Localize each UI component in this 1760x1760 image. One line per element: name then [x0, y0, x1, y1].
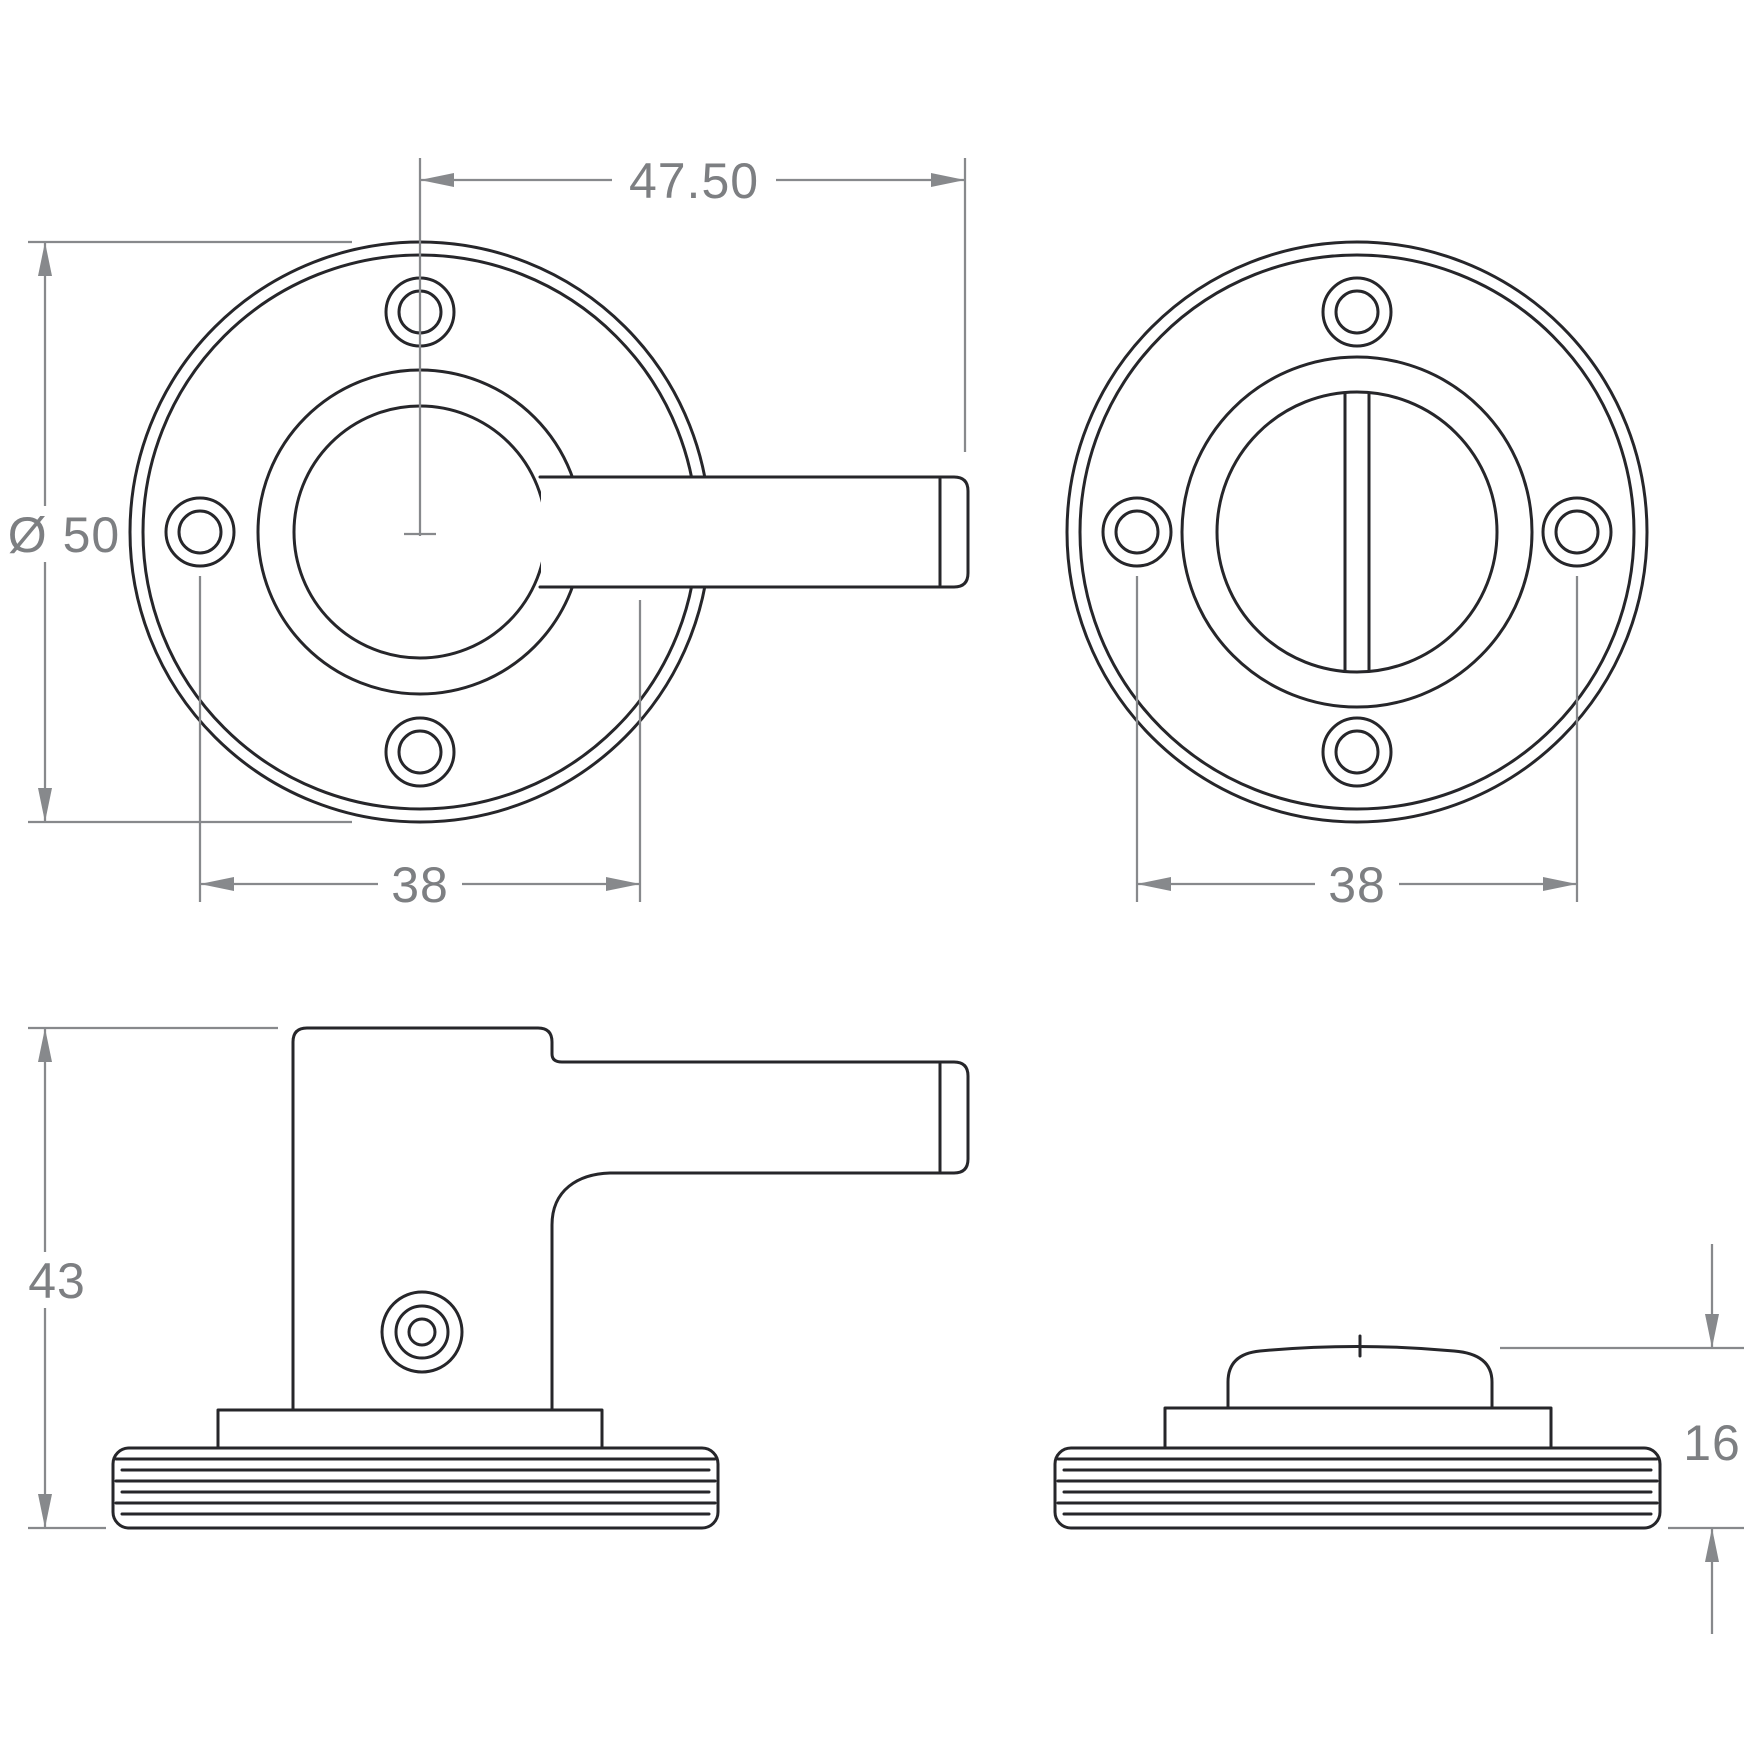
- dim-text-pcd-back: 38: [1328, 857, 1386, 913]
- side-view-lever: [111, 1026, 970, 1530]
- dim-text-rose-diameter: Ø 50: [8, 507, 120, 563]
- turn-boss-circle: [1180, 355, 1534, 709]
- screw-hole-bottom: [384, 716, 456, 788]
- dim-text-overall-height: 43: [28, 1253, 86, 1309]
- turn-knob-profile: [1226, 1345, 1494, 1410]
- dim-text-projection: 16: [1683, 1415, 1741, 1471]
- thumbturn-slot: [1343, 392, 1371, 672]
- arrowhead: [1543, 877, 1577, 891]
- arrowhead: [38, 1028, 52, 1062]
- screw-hole-left: [164, 496, 236, 568]
- screw-hole-left-back: [1101, 496, 1173, 568]
- arrowhead: [1705, 1314, 1719, 1348]
- screw-hole-right-back: [1541, 496, 1613, 568]
- dim-projection: 16: [1500, 1244, 1754, 1634]
- dim-pcd-front: 38: [198, 576, 642, 913]
- front-view-thumbturn: [1065, 240, 1649, 824]
- arrowhead: [1137, 877, 1171, 891]
- set-screw: [380, 1290, 464, 1374]
- mounting-collar-back: [1163, 1406, 1553, 1450]
- front-view-lever: [128, 240, 970, 824]
- threaded-boss: [111, 1446, 720, 1530]
- arrowhead: [38, 788, 52, 822]
- turn-knob-circle: [1215, 390, 1499, 674]
- screw-hole-top-back: [1321, 276, 1393, 348]
- mounting-collar: [216, 1408, 604, 1450]
- arrowhead: [38, 242, 52, 276]
- lever-bar: [538, 475, 970, 589]
- rose-inner-ring-back: [1078, 253, 1636, 811]
- dim-lever-length: 47.50: [404, 152, 967, 536]
- screw-hole-bottom-back: [1321, 716, 1393, 788]
- arrowhead: [606, 877, 640, 891]
- dim-text-lever-length: 47.50: [629, 153, 759, 209]
- handle-body-profile: [291, 1026, 970, 1412]
- dim-text-pcd-front: 38: [391, 857, 449, 913]
- arrowhead: [200, 877, 234, 891]
- arrowhead: [38, 1494, 52, 1528]
- dim-overall-height: 43: [14, 1026, 278, 1530]
- dim-rose-diameter: Ø 50: [4, 240, 352, 824]
- threaded-boss-back: [1053, 1446, 1662, 1530]
- arrowhead: [1705, 1528, 1719, 1562]
- arrowhead: [931, 173, 965, 187]
- arrowhead: [420, 173, 454, 187]
- dim-pcd-back: 38: [1135, 576, 1579, 913]
- side-view-thumbturn: [1053, 1334, 1662, 1530]
